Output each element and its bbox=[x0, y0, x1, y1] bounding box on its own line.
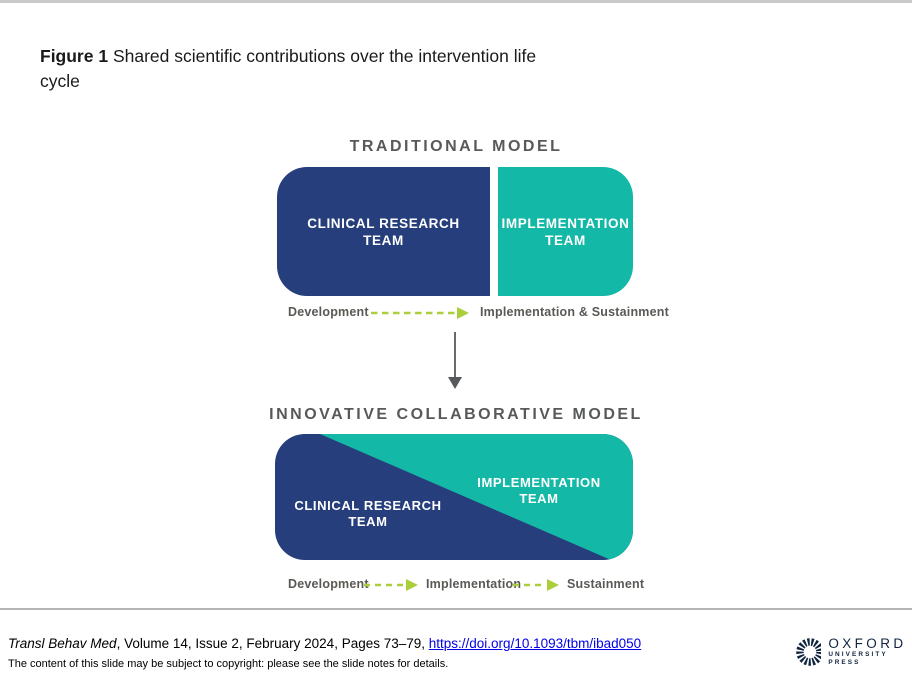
top-border bbox=[0, 0, 912, 3]
innovative-model-heading: INNOVATIVE COLLABORATIVE MODEL bbox=[269, 406, 643, 423]
footer-divider bbox=[0, 608, 912, 610]
implementation-label-line1: IMPLEMENTATION bbox=[501, 215, 630, 231]
figure-title-line2: cycle bbox=[40, 71, 80, 91]
oxford-university-press-logo: OXFORD UNIVERSITY PRESS bbox=[795, 637, 912, 667]
copyright-note: The content of this slide may be subject… bbox=[8, 658, 449, 670]
innovative-stage-development: Development bbox=[288, 577, 369, 591]
traditional-model-heading: TRADITIONAL MODEL bbox=[349, 138, 563, 155]
oxford-label: OXFORD bbox=[828, 636, 907, 651]
traditional-implementation-box: IMPLEMENTATION TEAM bbox=[498, 167, 633, 296]
figure-title: Figure 1 Shared scientific contributions… bbox=[40, 44, 660, 94]
implementation-label-line2: TEAM bbox=[545, 232, 586, 248]
university-press-label: UNIVERSITY PRESS bbox=[828, 651, 888, 666]
diagonal-split-shape bbox=[320, 434, 633, 560]
implementation-label-line1: IMPLEMENTATION bbox=[477, 475, 601, 490]
oup-swirl-icon bbox=[796, 638, 822, 666]
traditional-stage-implementation-sustainment: Implementation & Sustainment bbox=[480, 305, 669, 319]
implementation-label-line2: TEAM bbox=[519, 491, 559, 506]
innovative-collaborative-box: CLINICAL RESEARCH TEAM IMPLEMENTATION TE… bbox=[275, 434, 633, 560]
traditional-stage-development: Development bbox=[288, 305, 369, 319]
clinical-research-label-line1: CLINICAL RESEARCH bbox=[294, 498, 442, 513]
dashed-arrow-icon bbox=[371, 307, 469, 319]
oup-wordmark: OXFORD UNIVERSITY PRESS bbox=[828, 637, 912, 667]
traditional-clinical-research-box: CLINICAL RESEARCH TEAM bbox=[277, 167, 490, 296]
doi-link[interactable]: https://doi.org/10.1093/tbm/ibad050 bbox=[428, 636, 642, 651]
citation: Transl Behav Med, Volume 14, Issue 2, Fe… bbox=[8, 636, 641, 651]
citation-text: , Volume 14, Issue 2, February 2024, Pag… bbox=[116, 636, 429, 651]
journal-name: Transl Behav Med bbox=[8, 636, 117, 651]
innovative-stage-sustainment: Sustainment bbox=[567, 577, 645, 591]
clinical-research-label-line1: CLINICAL RESEARCH bbox=[307, 215, 460, 231]
down-arrow-icon bbox=[448, 332, 462, 389]
dashed-arrow-icon bbox=[364, 579, 418, 591]
clinical-research-label-line2: TEAM bbox=[363, 232, 404, 248]
innovative-stage-implementation: Implementation bbox=[426, 577, 522, 591]
innovative-implementation-label: IMPLEMENTATION TEAM bbox=[464, 475, 614, 507]
innovative-clinical-research-label: CLINICAL RESEARCH TEAM bbox=[293, 498, 443, 530]
figure-label: Figure 1 bbox=[40, 46, 109, 66]
dashed-arrow-icon bbox=[513, 579, 559, 591]
clinical-research-label-line2: TEAM bbox=[348, 514, 388, 529]
figure-title-text: Shared scientific contributions over the… bbox=[108, 46, 537, 66]
